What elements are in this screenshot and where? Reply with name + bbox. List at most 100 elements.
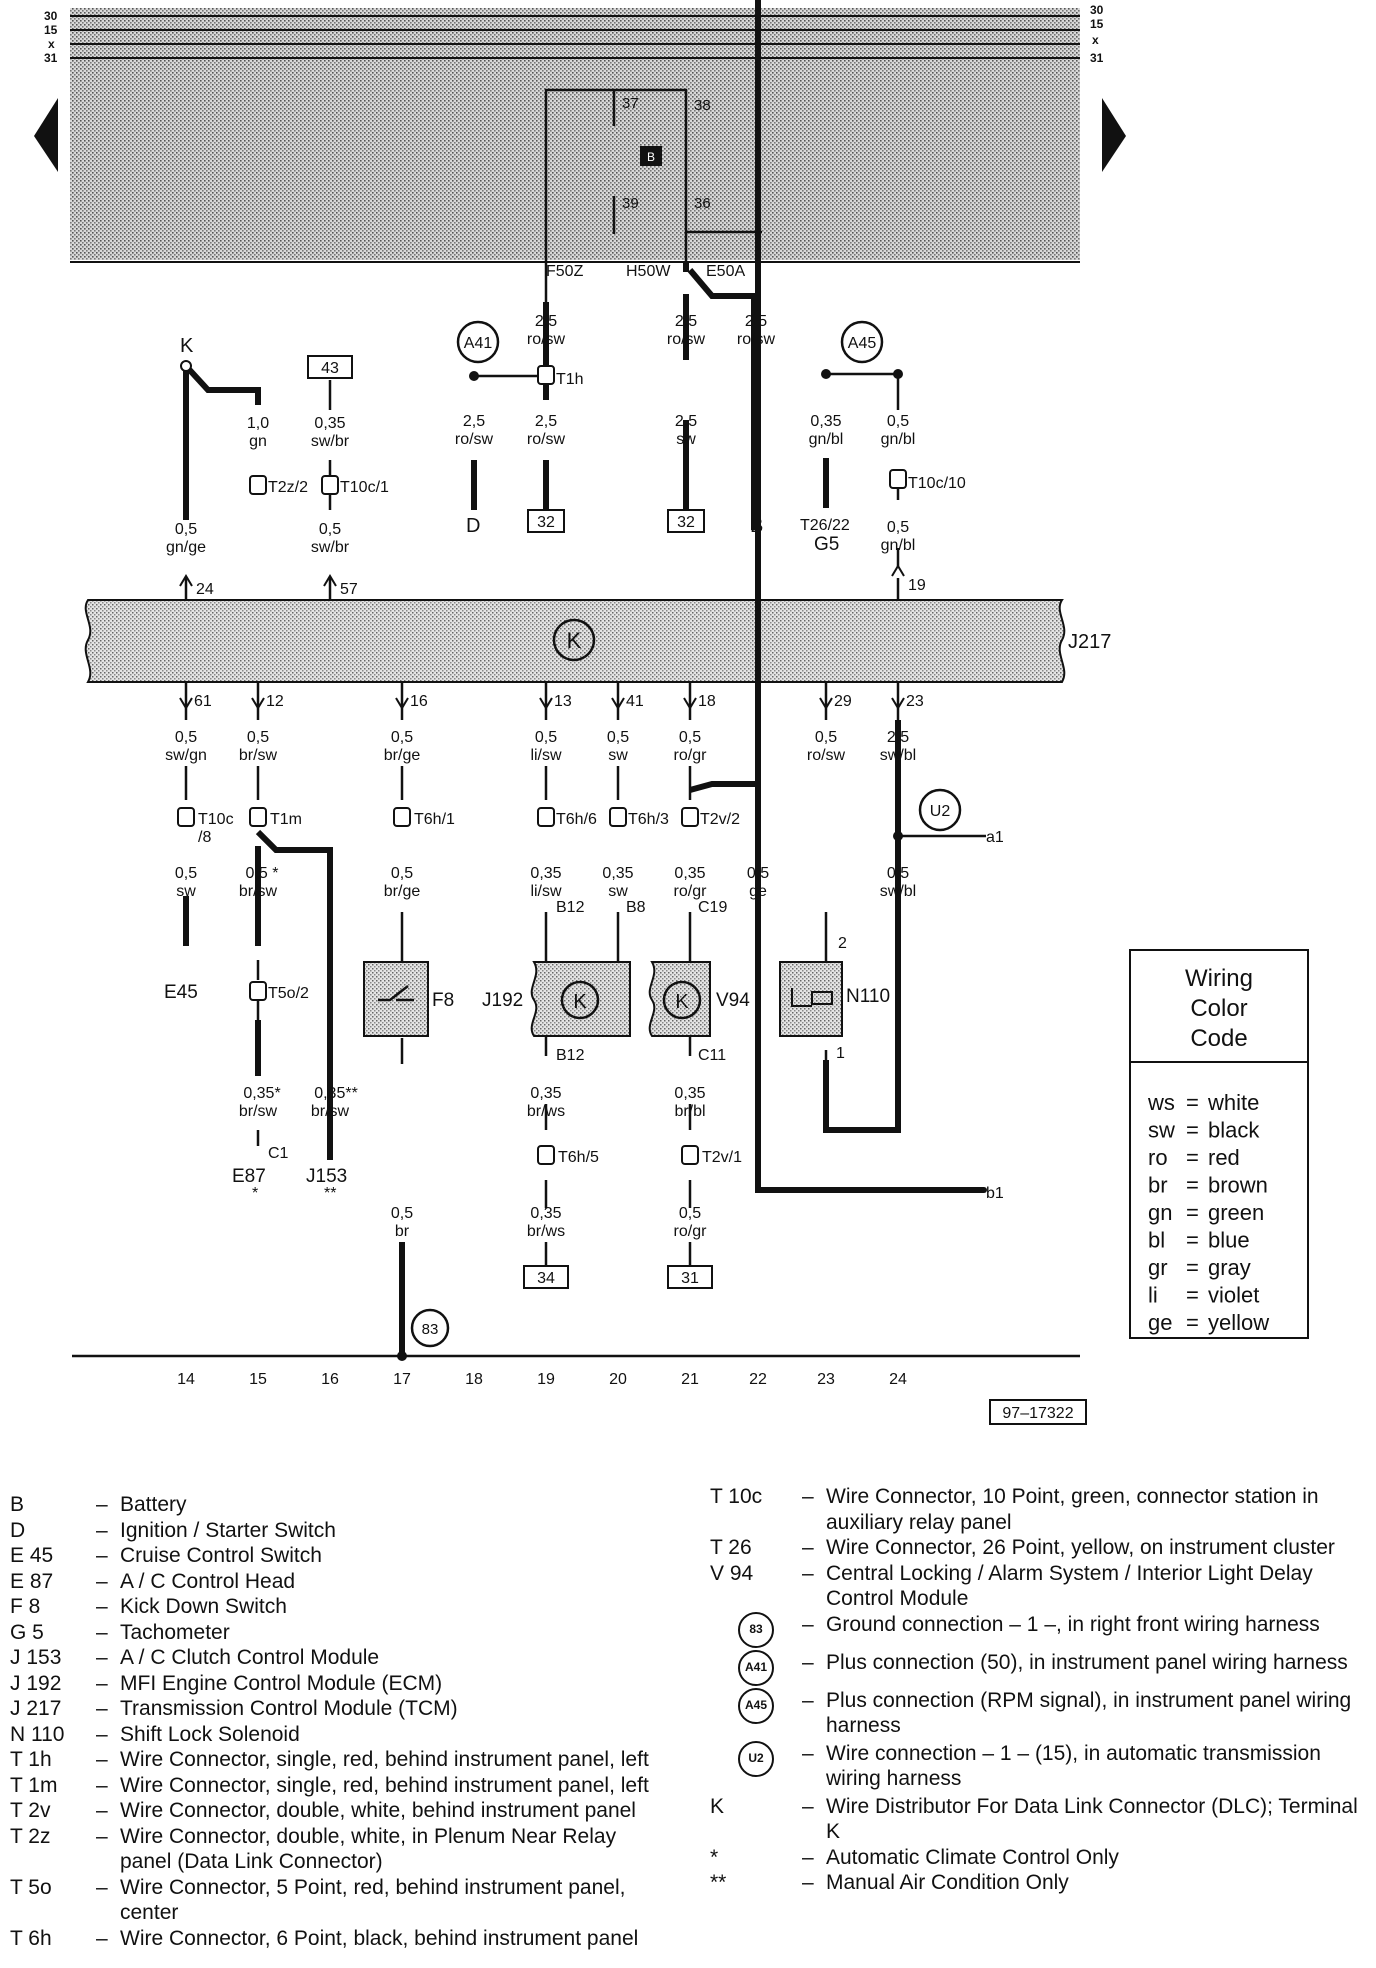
legend-desc: MFI Engine Control Module (ECM) [120, 1671, 443, 1695]
legend-code: E 45 [10, 1544, 54, 1567]
t6h3-label: T6h/3 [628, 811, 669, 828]
switch-icon [378, 985, 414, 1002]
wire-gauge: 2,5 [675, 313, 697, 330]
bus-label-15-left: 15 [44, 23, 58, 37]
v94-label: V94 [716, 990, 750, 1011]
legend-dash: – [96, 1569, 108, 1593]
wire-gauge: 0,5 [887, 865, 909, 882]
color-code-box [1129, 949, 1309, 1339]
legend-code: J 192 [10, 1671, 62, 1695]
k-label: K [180, 335, 194, 357]
pin-39: 39 [622, 195, 639, 212]
color-code-name: violet [1208, 1283, 1259, 1308]
legend-item: A45–Plus connection (RPM signal), in ins… [710, 1687, 1370, 1739]
legend-item: T 2v–Wire Connector, double, white, behi… [10, 1798, 700, 1824]
track-number: 21 [681, 1371, 699, 1388]
legend-symbol: U2 [738, 1740, 774, 1777]
wire-gauge: 0,35 [530, 865, 561, 882]
legend-desc: Tachometer [120, 1620, 230, 1644]
legend-code [10, 1900, 96, 1926]
legend-dash: – [96, 1875, 108, 1899]
color-code-equals: = [1186, 1228, 1199, 1253]
wire-color: br/sw [239, 1103, 278, 1120]
junction-dot [821, 369, 831, 379]
color-code-abbr: ge [1148, 1310, 1172, 1335]
connector-icon [177, 807, 195, 827]
t10c8-label: T10c [198, 811, 234, 828]
wire-color: sw [676, 431, 696, 448]
pin-41: 41 [626, 693, 644, 710]
legend-desc: A / C Clutch Control Module [120, 1646, 380, 1669]
wire-color: sw [176, 883, 196, 900]
legend-item: J 217–Transmission Control Module (TCM) [10, 1696, 700, 1722]
legend-desc: Wire Connector, 10 Point, green, connect… [826, 1485, 1319, 1534]
connector-icon [393, 807, 411, 827]
legend-desc: Ignition / Starter Switch [120, 1518, 336, 1542]
k-symbol-icon [662, 980, 702, 1020]
track-number: 17 [393, 1371, 411, 1388]
wire-color: ro/sw [807, 747, 846, 764]
wire-color: li/sw [530, 747, 562, 764]
track-number: 19 [537, 1371, 555, 1388]
legend-code: T 10c [710, 1485, 763, 1508]
pin-38: 38 [694, 97, 711, 114]
page-right-arrow-icon[interactable] [1102, 98, 1126, 172]
lower-connectors [177, 807, 699, 1165]
fuse-badge [640, 146, 662, 166]
legend-item: U2–Wire connection – 1 – (15), in automa… [710, 1740, 1370, 1792]
b1-label: b1 [986, 1185, 1004, 1202]
page-left-arrow-icon[interactable] [34, 98, 58, 172]
j153-label: J153 [306, 1166, 347, 1187]
legend-desc: Wire Connector, 26 Point, yellow, on ins… [826, 1536, 1335, 1559]
module-symbol: K [567, 628, 582, 653]
ground-83-icon [410, 1308, 450, 1348]
t10c1-label: T10c/1 [340, 479, 389, 496]
ecm-module-j192 [530, 961, 631, 1037]
legend-dash: – [96, 1773, 108, 1797]
legend-item: G 5–Tachometer [10, 1620, 700, 1646]
color-code-title-1: Wiring [1185, 965, 1253, 992]
legend-code: G 5 [10, 1620, 44, 1644]
wire-color: br/sw [239, 883, 278, 900]
legend-dash: – [96, 1518, 108, 1542]
wire-color: li/sw [530, 883, 562, 900]
wire-gauge: 0,5 [535, 729, 557, 746]
color-code-abbr: bl [1148, 1228, 1165, 1253]
pin-29: 29 [834, 693, 852, 710]
wire-gauge: 0,5 [175, 729, 197, 746]
bus-label-30-left: 30 [44, 9, 58, 23]
legend-dash: – [802, 1871, 814, 1894]
color-code-abbr: gr [1148, 1255, 1168, 1280]
connector-icon [249, 475, 267, 495]
color-code-abbr: br [1148, 1173, 1168, 1198]
wire-color: gn/bl [809, 431, 844, 448]
legend-dash: – [96, 1544, 108, 1567]
legend-dash: – [802, 1612, 814, 1636]
wire-gauge: 0,35 [314, 415, 345, 432]
wire-color: br [395, 1223, 410, 1240]
legend-desc: Plus connection (50), in instrument pane… [826, 1650, 1348, 1674]
legend-item: E 87–A / C Control Head [10, 1569, 700, 1595]
legend-code: J 153 [10, 1646, 62, 1669]
legend-dash: – [96, 1697, 108, 1720]
legend-item: **–Manual Air Condition Only [710, 1870, 1370, 1896]
legend-right: T 10c – Wire Connector, 10 Point, green, c… [710, 1484, 1370, 1896]
legend-desc: Cruise Control Switch [120, 1544, 322, 1567]
junction-dot [981, 1187, 987, 1193]
legend-item: K–Wire Distributor For Data Link Connect… [710, 1794, 1370, 1845]
color-code-equals: = [1186, 1145, 1199, 1170]
a45-label: A45 [848, 335, 877, 352]
legend-item: T 2z–Wire Connector, double, white, in P… [10, 1824, 700, 1850]
color-code-name: blue [1208, 1228, 1250, 1253]
wire-color: br/ge [384, 747, 421, 764]
kickdown-switch-f8 [363, 961, 429, 1037]
legend-item: T 1m–Wire Connector, single, red, behind… [10, 1773, 700, 1799]
legend-desc: Battery [120, 1493, 187, 1516]
legend-item: F 8–Kick Down Switch [10, 1594, 700, 1620]
wire-gauge: 2,5 [675, 413, 697, 430]
k-symbol-icon [560, 980, 600, 1020]
wire-color: br/ws [527, 1103, 565, 1120]
wire-color: ro/sw [527, 431, 566, 448]
legend-item: T 6h–Wire Connector, 6 Point, black, beh… [10, 1926, 700, 1952]
legend-dash: – [802, 1845, 814, 1869]
